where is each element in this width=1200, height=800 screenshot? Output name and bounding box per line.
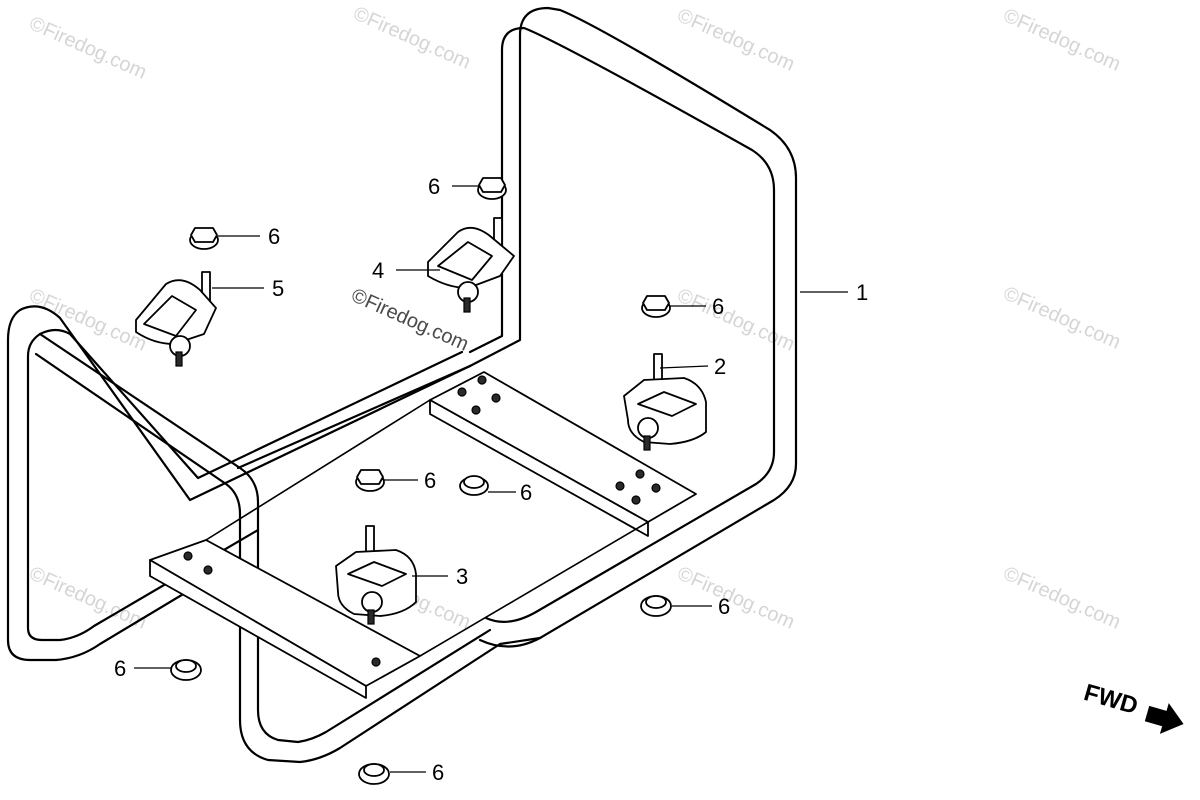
watermark-2: ©Firedog.com [350, 2, 474, 73]
frame-left-leg-inner [34, 352, 242, 562]
callout-nut-7: 6 [114, 656, 126, 681]
callout-nut-3: 6 [712, 294, 724, 319]
frame-back-loop-inner [468, 26, 776, 623]
watermark-7: ©Firedog.com [1000, 282, 1124, 353]
callout-mount-b: 3 [456, 564, 468, 589]
callout-nut-5: 6 [520, 480, 532, 505]
nut-lower-right [640, 595, 672, 617]
tubular-frame [6, 6, 798, 764]
watermark-center: ©Firedog.com [348, 284, 472, 355]
callout-mount-c: 4 [372, 258, 384, 283]
watermark-1: ©Firedog.com [26, 12, 150, 83]
callout-nut-1: 6 [428, 174, 440, 199]
watermark-11: ©Firedog.com [1000, 562, 1124, 633]
fwd-label: FWD [1081, 679, 1141, 720]
watermark-3: ©Firedog.com [674, 4, 798, 75]
callout-labels: 1 2 3 4 5 6 6 6 6 6 6 6 6 [114, 174, 868, 785]
nut-lower-left [170, 659, 202, 681]
callout-mount-a: 2 [714, 354, 726, 379]
watermark-4: ©Firedog.com [1000, 4, 1124, 75]
rear-cross-rail-side [429, 399, 649, 537]
rubber-mount-4 [427, 217, 515, 313]
flange-nuts [170, 177, 672, 785]
rail-bolt-holes [183, 375, 661, 667]
watermark-5: ©Firedog.com [26, 284, 150, 355]
watermark-6: ©Firedog.com [674, 284, 798, 355]
watermark-8: ©Firedog.com [26, 562, 150, 633]
callout-nut-2: 6 [268, 224, 280, 249]
forward-direction-indicator: FWD [1081, 679, 1184, 734]
nut-top-left [189, 227, 219, 250]
front-cross-rail-side [149, 559, 367, 699]
fwd-arrow-icon [1144, 703, 1184, 734]
nut-top-center [477, 177, 507, 200]
rubber-mount-2 [623, 353, 707, 451]
floor-side-right [419, 521, 649, 657]
cross-rails [149, 371, 697, 699]
callout-frame: 1 [856, 280, 868, 305]
callout-nut-4: 6 [424, 468, 436, 493]
frame-top-link [236, 364, 472, 470]
nut-right [641, 295, 671, 318]
nut-center-right [459, 475, 489, 496]
callout-nut-6: 6 [718, 594, 730, 619]
callout-mount-d: 5 [272, 276, 284, 301]
frame-front-loop-inner [26, 328, 492, 744]
rubber-mount-3 [335, 525, 417, 625]
floor-side-left [205, 399, 431, 541]
nut-center-left [355, 469, 385, 492]
watermark-10: ©Firedog.com [674, 562, 798, 633]
leader-lines [134, 185, 848, 773]
rubber-mount-5 [135, 271, 217, 367]
frame-front-loop-outer [6, 305, 542, 764]
nut-bottom [358, 763, 390, 785]
callout-nut-8: 6 [432, 760, 444, 785]
